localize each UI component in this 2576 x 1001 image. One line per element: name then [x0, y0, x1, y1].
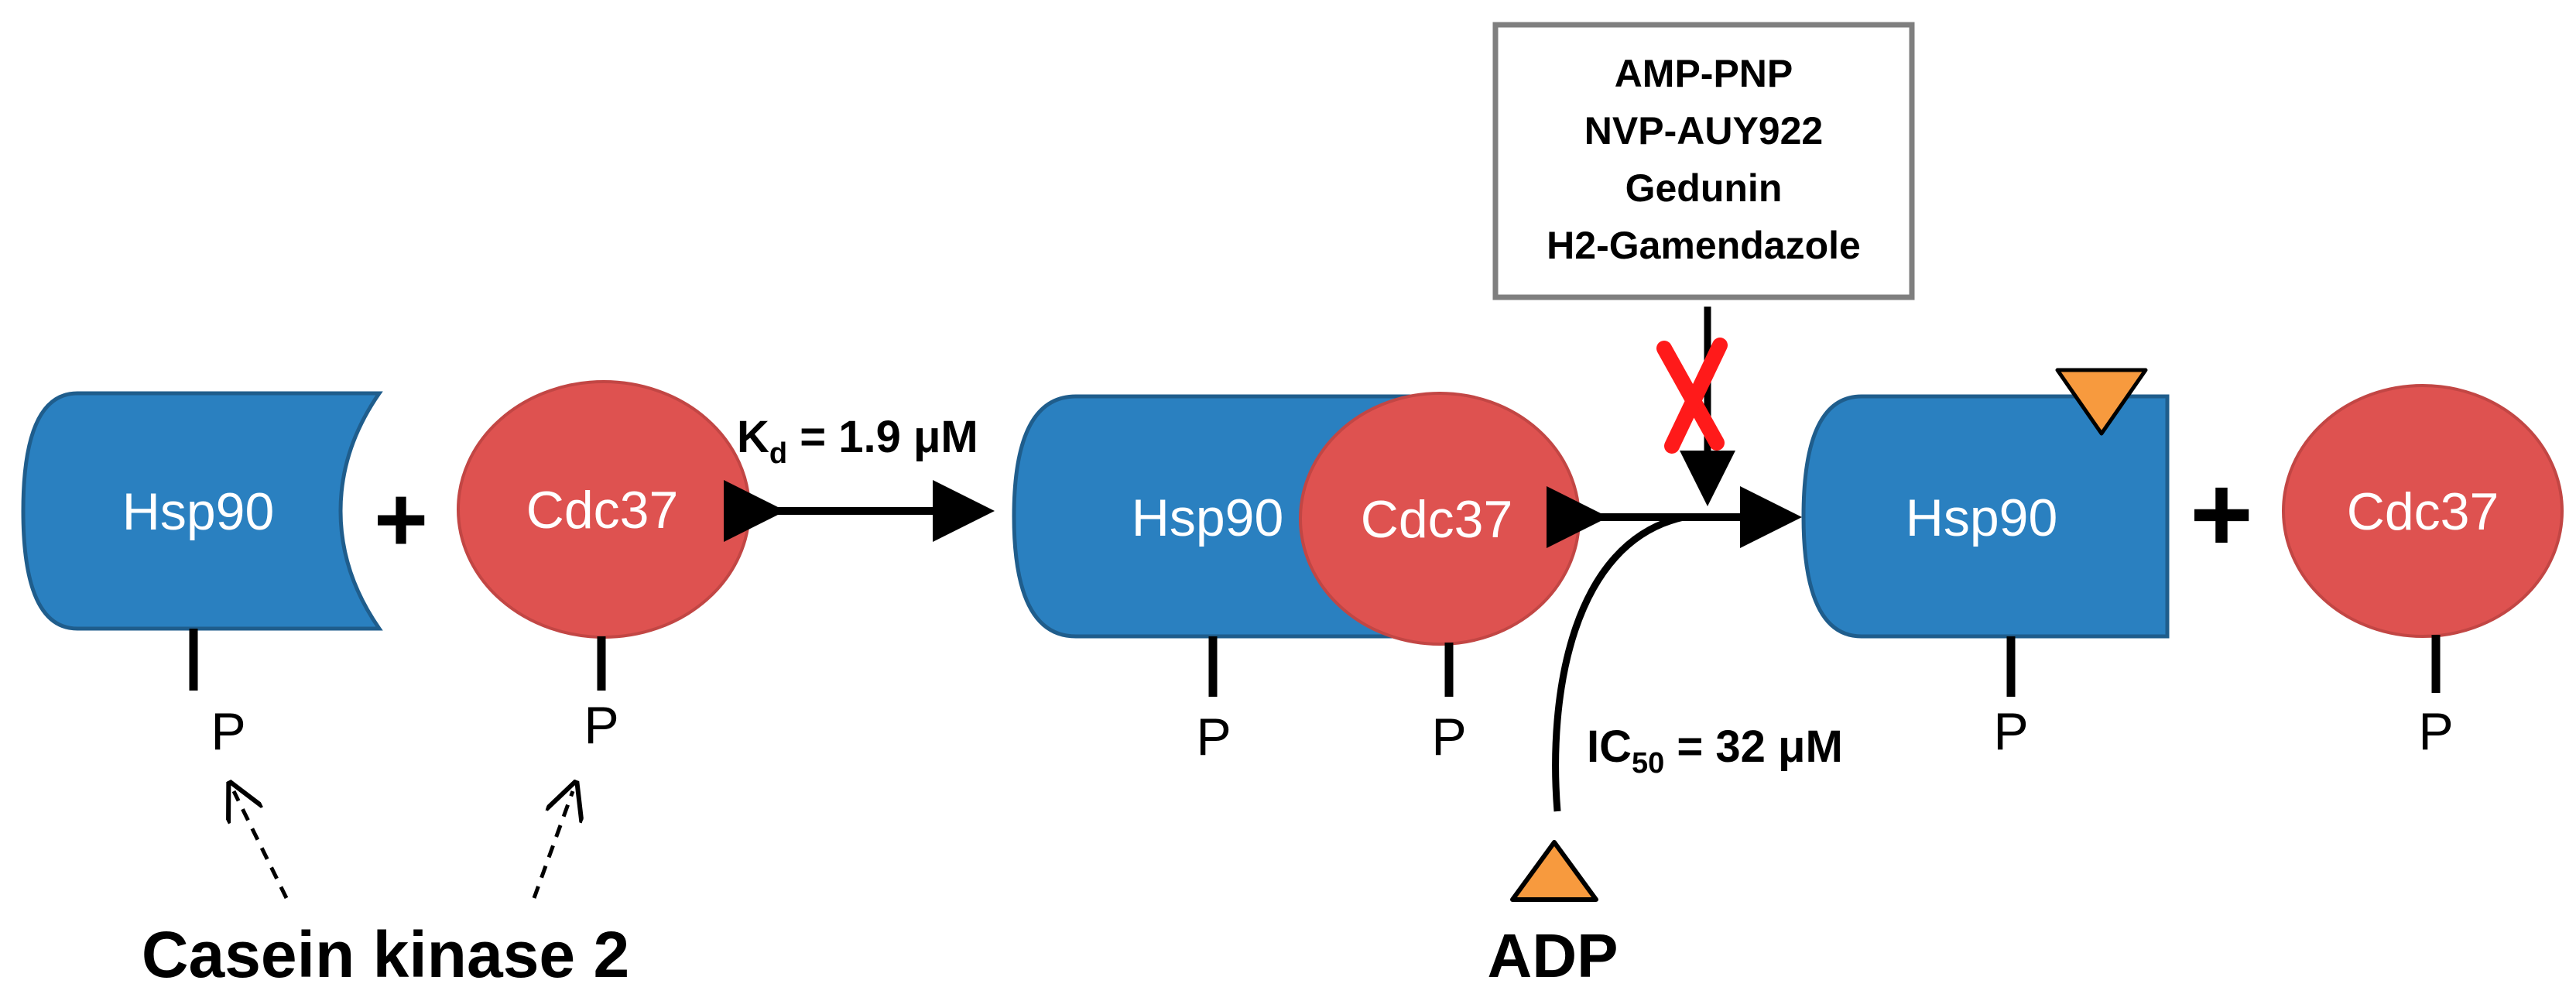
hsp90-free: [21, 391, 383, 631]
hsp90-complex-phosphate: P: [1196, 708, 1231, 766]
orange-triangle-icon: [1510, 840, 1598, 902]
cdc37-complex-label: Cdc37: [1361, 490, 1513, 549]
bound-adp-triangle-icon: [2055, 368, 2148, 436]
inhibitor-nvp-auy922: NVP-AUY922: [1584, 109, 1823, 153]
hsp90-adp-bound: [1801, 394, 2170, 639]
ic50-label: IC50 = 32 μM: [1587, 722, 1843, 780]
plus-sign-right: +: [2190, 453, 2253, 574]
red-x-icon: [1656, 338, 1728, 454]
casein-kinase-label: Casein kinase 2: [142, 918, 629, 991]
hsp90-free-phosphate: P: [211, 702, 245, 761]
cdc37-released-phosphate: P: [2418, 702, 2453, 761]
hsp90-adp-bound-phosphate: P: [1993, 702, 2028, 761]
hsp90-adp-bound-label: Hsp90: [1906, 489, 2058, 547]
adp-binding-curve: [1552, 513, 1684, 812]
cdc37-free-phosphate: P: [584, 696, 618, 755]
inhibitor-amp-pnp: AMP-PNP: [1615, 52, 1793, 95]
cdc37-released: [2282, 384, 2564, 638]
kinase-arrow-cdc37: [532, 791, 573, 899]
kinase-arrow-hsp90: [234, 791, 289, 900]
inhibitor-box: [1492, 22, 1915, 300]
cdc37-released-label: Cdc37: [2347, 482, 2499, 541]
inhibitor-h2-gamendazole: H2-Gamendazole: [1547, 224, 1861, 267]
kd-label: Kd = 1.9 μM: [737, 412, 978, 470]
plus-sign-left: +: [374, 468, 428, 571]
cdc37-free-label: Cdc37: [526, 481, 679, 540]
adp-label: ADP: [1488, 921, 1619, 990]
hsp90-free-label: Hsp90: [122, 482, 275, 541]
cdc37-complex-phosphate: P: [1431, 708, 1466, 766]
hsp90-complex-label: Hsp90: [1132, 489, 1284, 547]
inhibitor-gedunin: Gedunin: [1625, 166, 1783, 210]
